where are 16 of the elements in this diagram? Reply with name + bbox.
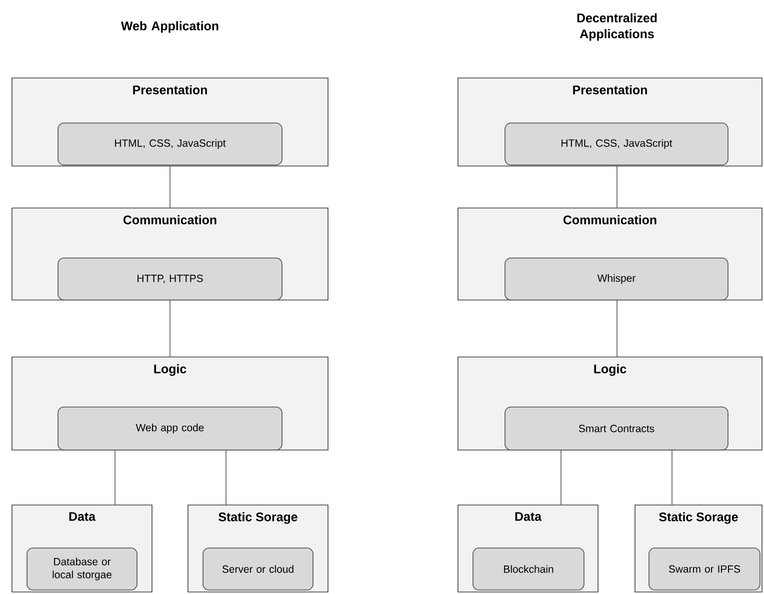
component-box: Whisper <box>504 258 728 300</box>
connector-line <box>560 450 562 505</box>
column-heading: Decentralized Applications <box>577 13 657 41</box>
component-box: HTML, CSS, JavaScript <box>58 122 282 166</box>
component-box: Database or local storgae <box>26 548 138 590</box>
connector-line <box>114 450 116 505</box>
component-box: Blockchain <box>472 548 584 590</box>
connector-line <box>616 300 618 357</box>
column-heading: Web Application <box>121 21 218 33</box>
connector-line <box>616 165 618 208</box>
component-box: Server or cloud <box>202 548 314 590</box>
component-box: Web app code <box>58 406 282 450</box>
component-box: HTML, CSS, JavaScript <box>504 122 728 166</box>
component-box: Smart Contracts <box>504 406 728 450</box>
component-box: HTTP, HTTPS <box>58 258 282 300</box>
component-box: Swarm or IPFS <box>648 548 760 590</box>
